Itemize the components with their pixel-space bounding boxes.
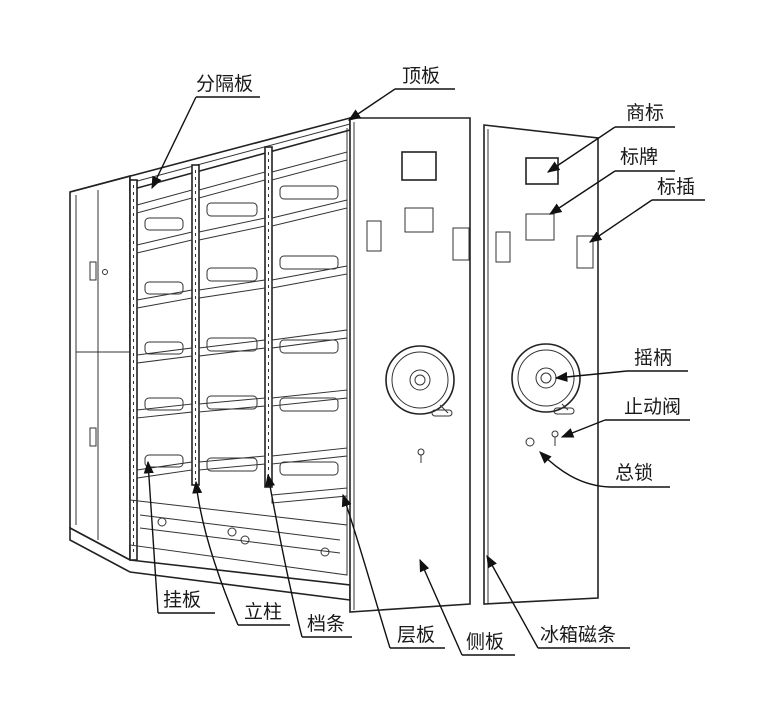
crank-handle-1 bbox=[385, 345, 455, 417]
label-trademark: 商标 bbox=[626, 102, 664, 124]
master-lock-hole bbox=[525, 437, 535, 447]
base-track bbox=[129, 499, 348, 576]
front-side-panel-2 bbox=[483, 124, 599, 605]
label-stop-valve: 止动阀 bbox=[624, 396, 681, 418]
leader-lines bbox=[143, 88, 705, 656]
label-partition: 分隔板 bbox=[196, 73, 253, 95]
label-column: 立柱 bbox=[244, 601, 282, 623]
trademark-plate-2 bbox=[525, 157, 559, 185]
label-hanging-plate: 挂板 bbox=[163, 589, 201, 611]
labels: 分隔板 顶板 商标 标牌 标插 摇柄 止动阀 总锁 挂板 立柱 档条 层板 侧板… bbox=[163, 65, 695, 653]
label-stop-strip: 档条 bbox=[307, 613, 345, 635]
columns bbox=[129, 128, 348, 575]
shelves-bay-1 bbox=[136, 189, 193, 479]
left-cabinet-body bbox=[69, 116, 351, 601]
front-side-panel-1 bbox=[349, 117, 471, 613]
label-shelf: 层板 bbox=[397, 624, 435, 646]
label-crank-handle: 摇柄 bbox=[634, 347, 672, 369]
shelf-interior bbox=[129, 128, 348, 576]
nameplate-2 bbox=[525, 213, 555, 241]
label-magnetic-strip: 冰箱磁条 bbox=[540, 624, 616, 646]
label-slot-1 bbox=[452, 227, 470, 261]
label-nameplate: 标牌 bbox=[620, 146, 658, 168]
label-side-panel: 侧板 bbox=[466, 631, 504, 653]
label-master-lock: 总锁 bbox=[615, 462, 653, 484]
crank-handle-2 bbox=[511, 343, 581, 415]
shelves-bay-2 bbox=[198, 171, 266, 472]
trademark-plate-1 bbox=[401, 151, 437, 181]
label-slot-2 bbox=[576, 235, 594, 269]
nameplate-1 bbox=[404, 207, 434, 233]
label-top-panel: 顶板 bbox=[402, 65, 440, 87]
shelves-bay-3 bbox=[271, 151, 348, 504]
label-label-slot: 标插 bbox=[657, 176, 695, 198]
